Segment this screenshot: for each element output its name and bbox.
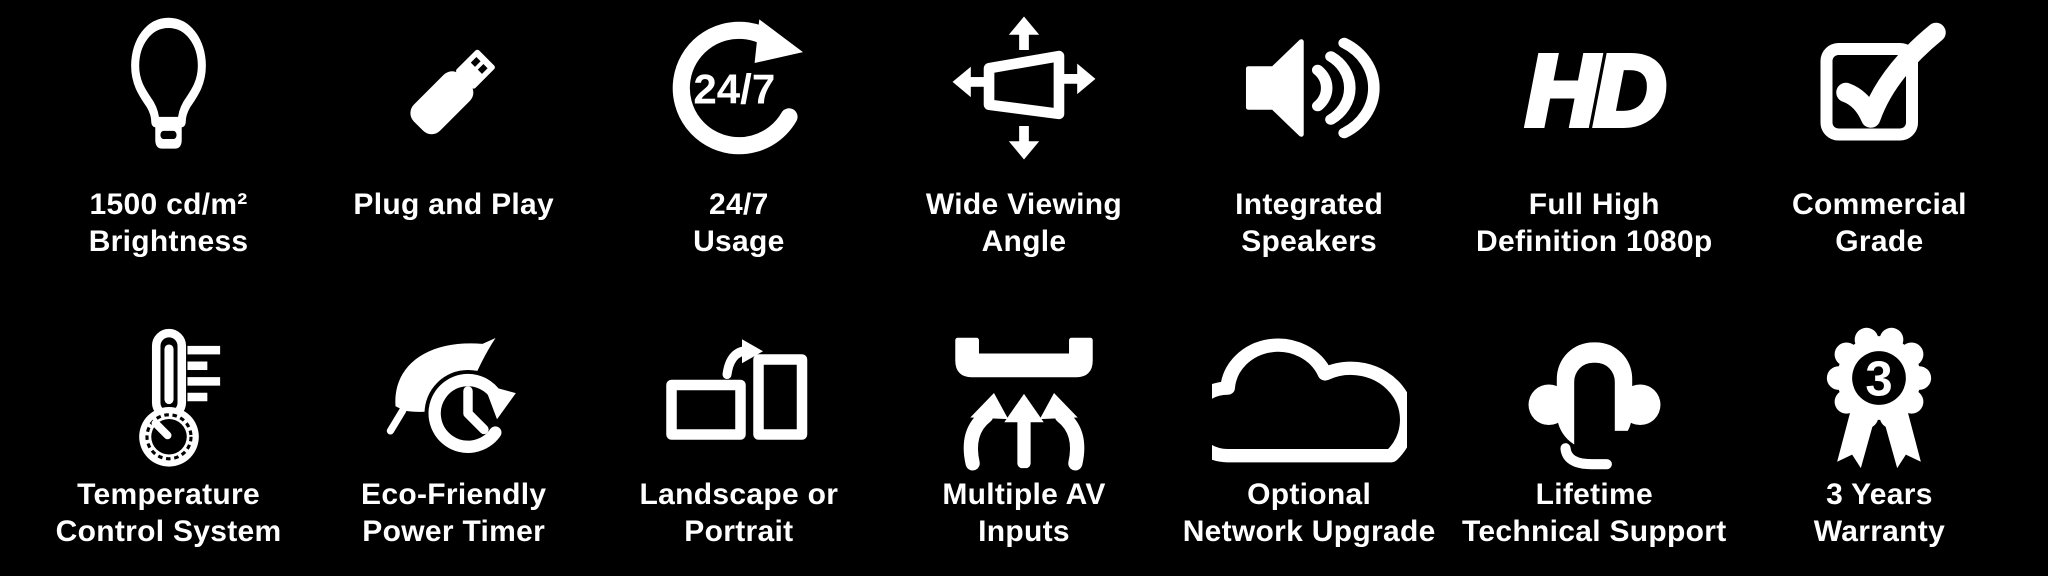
feature-cell-full-hd: HD Full High Definition 1080p (1452, 0, 1737, 288)
feature-cell-integrated-speakers: Integrated Speakers (1167, 0, 1452, 288)
feature-label: Temperature Control System (55, 478, 282, 548)
speaker-icon (1227, 12, 1392, 164)
feature-cell-plug-and-play: Plug and Play (311, 0, 596, 288)
thermometer-icon (98, 326, 240, 468)
viewing-angle-icon (948, 12, 1100, 164)
leaf-clock-icon (381, 326, 526, 468)
checkbox-icon (1804, 12, 1954, 164)
rotate-screen-icon (664, 326, 814, 468)
feature-cell-network-upgrade: Optional Network Upgrade (1167, 288, 1452, 576)
feature-cell-wide-viewing-angle: Wide Viewing Angle (881, 0, 1166, 288)
feature-cell-brightness: 1500 cd/m² Brightness (26, 0, 311, 288)
hd-icon: HD (1494, 12, 1694, 164)
24-7-cycle-icon: 24/7 (661, 12, 817, 164)
feature-label: Wide Viewing Angle (925, 188, 1123, 258)
feature-label: 1500 cd/m² Brightness (88, 188, 249, 258)
usb-stick-icon (388, 12, 520, 164)
svg-text:3: 3 (1866, 352, 1893, 406)
feature-cell-av-inputs: Multiple AV Inputs (881, 288, 1166, 576)
rosette-icon: 3 (1800, 326, 1958, 469)
svg-text:HD: HD (1526, 35, 1664, 143)
feature-label: Plug and Play (353, 188, 555, 221)
feature-label: Commercial Grade (1792, 188, 1967, 258)
feature-label: 3 Years Warranty (1813, 478, 1946, 548)
feature-label: Integrated Speakers (1235, 188, 1384, 258)
feature-cell-eco-power-timer: Eco-Friendly Power Timer (311, 288, 596, 576)
feature-label: 24/7 Usage (693, 188, 785, 258)
av-inputs-icon (945, 326, 1103, 471)
feature-label: Lifetime Technical Support (1461, 478, 1727, 548)
feature-cell-warranty: 3 3 Years Warranty (1737, 288, 2022, 576)
feature-label: Multiple AV Inputs (942, 478, 1106, 548)
feature-cell-temperature-control: Temperature Control System (26, 288, 311, 576)
light-bulb-icon (111, 12, 226, 164)
svg-text:24/7: 24/7 (693, 66, 775, 113)
feature-cell-orientation: Landscape or Portrait (596, 288, 881, 576)
feature-label: Landscape or Portrait (639, 478, 839, 548)
feature-label: Full High Definition 1080p (1476, 188, 1713, 258)
headset-icon (1522, 326, 1667, 470)
feature-label: Optional Network Upgrade (1182, 478, 1436, 548)
feature-cell-technical-support: Lifetime Technical Support (1452, 288, 1737, 576)
cloud-icon (1211, 326, 1407, 468)
feature-cell-commercial-grade: Commercial Grade (1737, 0, 2022, 288)
feature-label: Eco-Friendly Power Timer (361, 478, 547, 548)
feature-cell-usage: 24/7 24/7 Usage (596, 0, 881, 288)
